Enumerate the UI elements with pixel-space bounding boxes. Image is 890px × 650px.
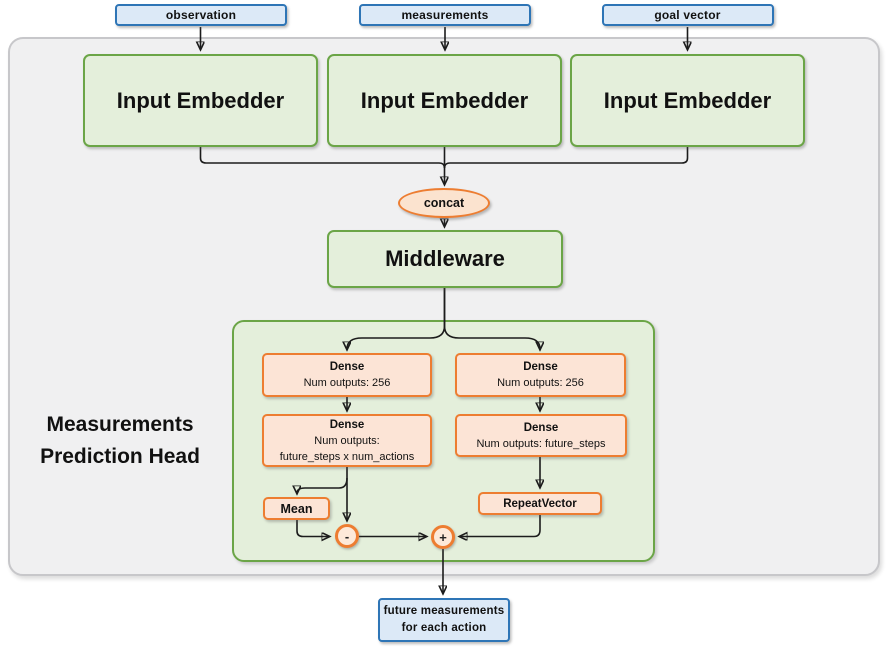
input-label: observation <box>165 8 237 22</box>
add-op-node: + <box>431 525 455 549</box>
middleware-node: Middleware <box>327 230 563 288</box>
input-embedder-observation: Input Embedder <box>83 54 318 147</box>
dense-subtitle-2: future_steps x num_actions <box>279 450 415 463</box>
dense-title: Dense <box>523 361 558 373</box>
dense-left-actions: Dense Num outputs: future_steps x num_ac… <box>262 414 432 467</box>
output-label-line2: for each action <box>401 622 487 634</box>
subtract-icon: - <box>344 528 350 544</box>
embedder-label: Input Embedder <box>360 87 529 113</box>
repeat-vector-label: RepeatVector <box>503 497 577 510</box>
input-label: goal vector <box>654 8 721 22</box>
input-box-measurements: measurements <box>359 4 531 26</box>
middleware-label: Middleware <box>385 246 505 271</box>
add-icon: + <box>439 529 447 545</box>
embedder-label: Input Embedder <box>603 87 772 113</box>
input-box-observation: observation <box>115 4 287 26</box>
head-title: Measurements Prediction Head <box>40 413 200 468</box>
concat-label: concat <box>423 196 465 210</box>
dense-title: Dense <box>523 421 559 434</box>
repeat-vector-node: RepeatVector <box>478 492 602 515</box>
dense-right-steps: Dense Num outputs: future_steps <box>455 414 627 457</box>
subtract-op-node: - <box>335 524 359 548</box>
input-embedder-measurements: Input Embedder <box>327 54 562 147</box>
input-box-goal-vector: goal vector <box>601 4 774 26</box>
dense-title: Dense <box>329 361 365 373</box>
dense-right-256: Dense Num outputs: 256 <box>455 353 626 397</box>
dense-left-256: Dense Num outputs: 256 <box>262 353 432 397</box>
dense-subtitle: Num outputs: 256 <box>497 377 584 389</box>
output-box: future measurements for each action <box>378 598 510 642</box>
input-embedder-goal-vector: Input Embedder <box>570 54 805 147</box>
mean-node: Mean <box>263 497 330 520</box>
dense-subtitle: Num outputs: future_steps <box>476 437 606 450</box>
input-label: measurements <box>401 8 489 22</box>
dense-title: Dense <box>329 418 365 431</box>
mean-label: Mean <box>280 501 313 516</box>
dense-subtitle: Num outputs: <box>314 434 380 447</box>
concat-node: concat <box>398 188 490 218</box>
output-label-line1: future measurements <box>383 605 505 617</box>
dense-subtitle: Num outputs: 256 <box>303 377 391 389</box>
embedder-label: Input Embedder <box>116 87 285 113</box>
